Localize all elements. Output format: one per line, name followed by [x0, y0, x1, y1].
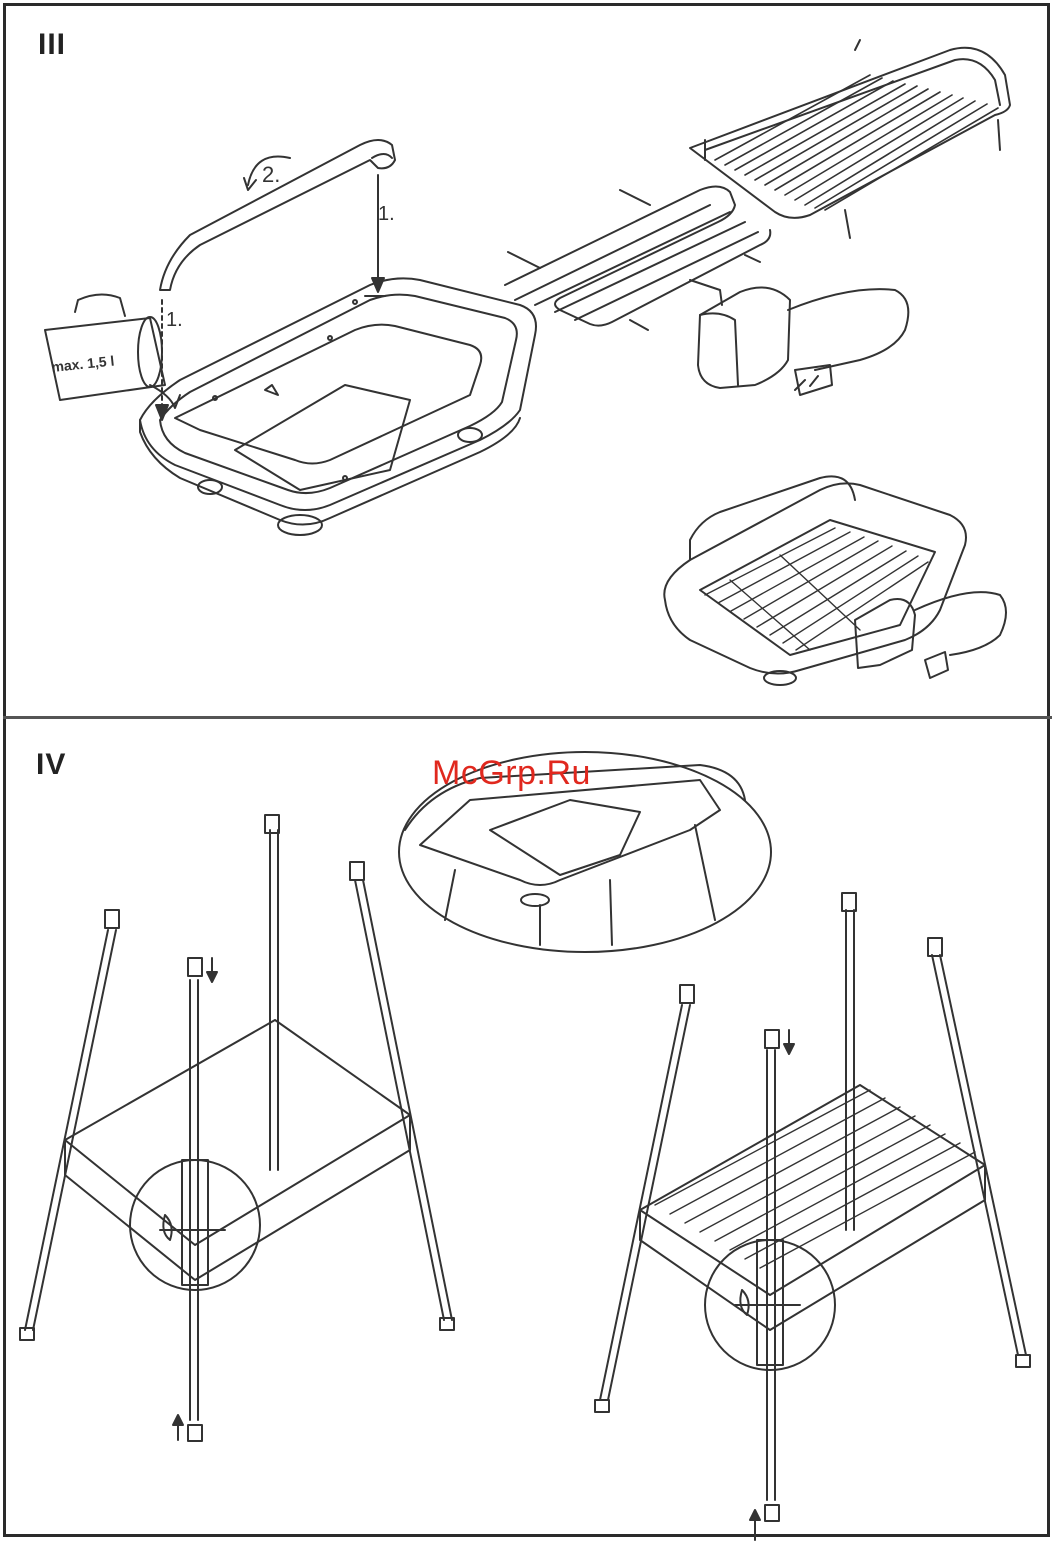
thermostat-control — [698, 288, 908, 396]
jug-capacity-label: max. 1,5 l — [51, 352, 115, 375]
water-jug — [45, 294, 180, 408]
stand-right — [595, 893, 1030, 1540]
assembled-grill — [664, 476, 1006, 685]
callout-step-2: 2. — [262, 162, 280, 187]
grill-rack-top — [690, 40, 1010, 238]
stand-left — [20, 815, 454, 1441]
watermark: McGrp.Ru — [432, 754, 591, 793]
drip-tray — [140, 278, 536, 535]
callout-step-1b: 1. — [166, 309, 183, 331]
callout-step-1a: 1. — [378, 203, 395, 225]
heating-element — [505, 186, 770, 330]
